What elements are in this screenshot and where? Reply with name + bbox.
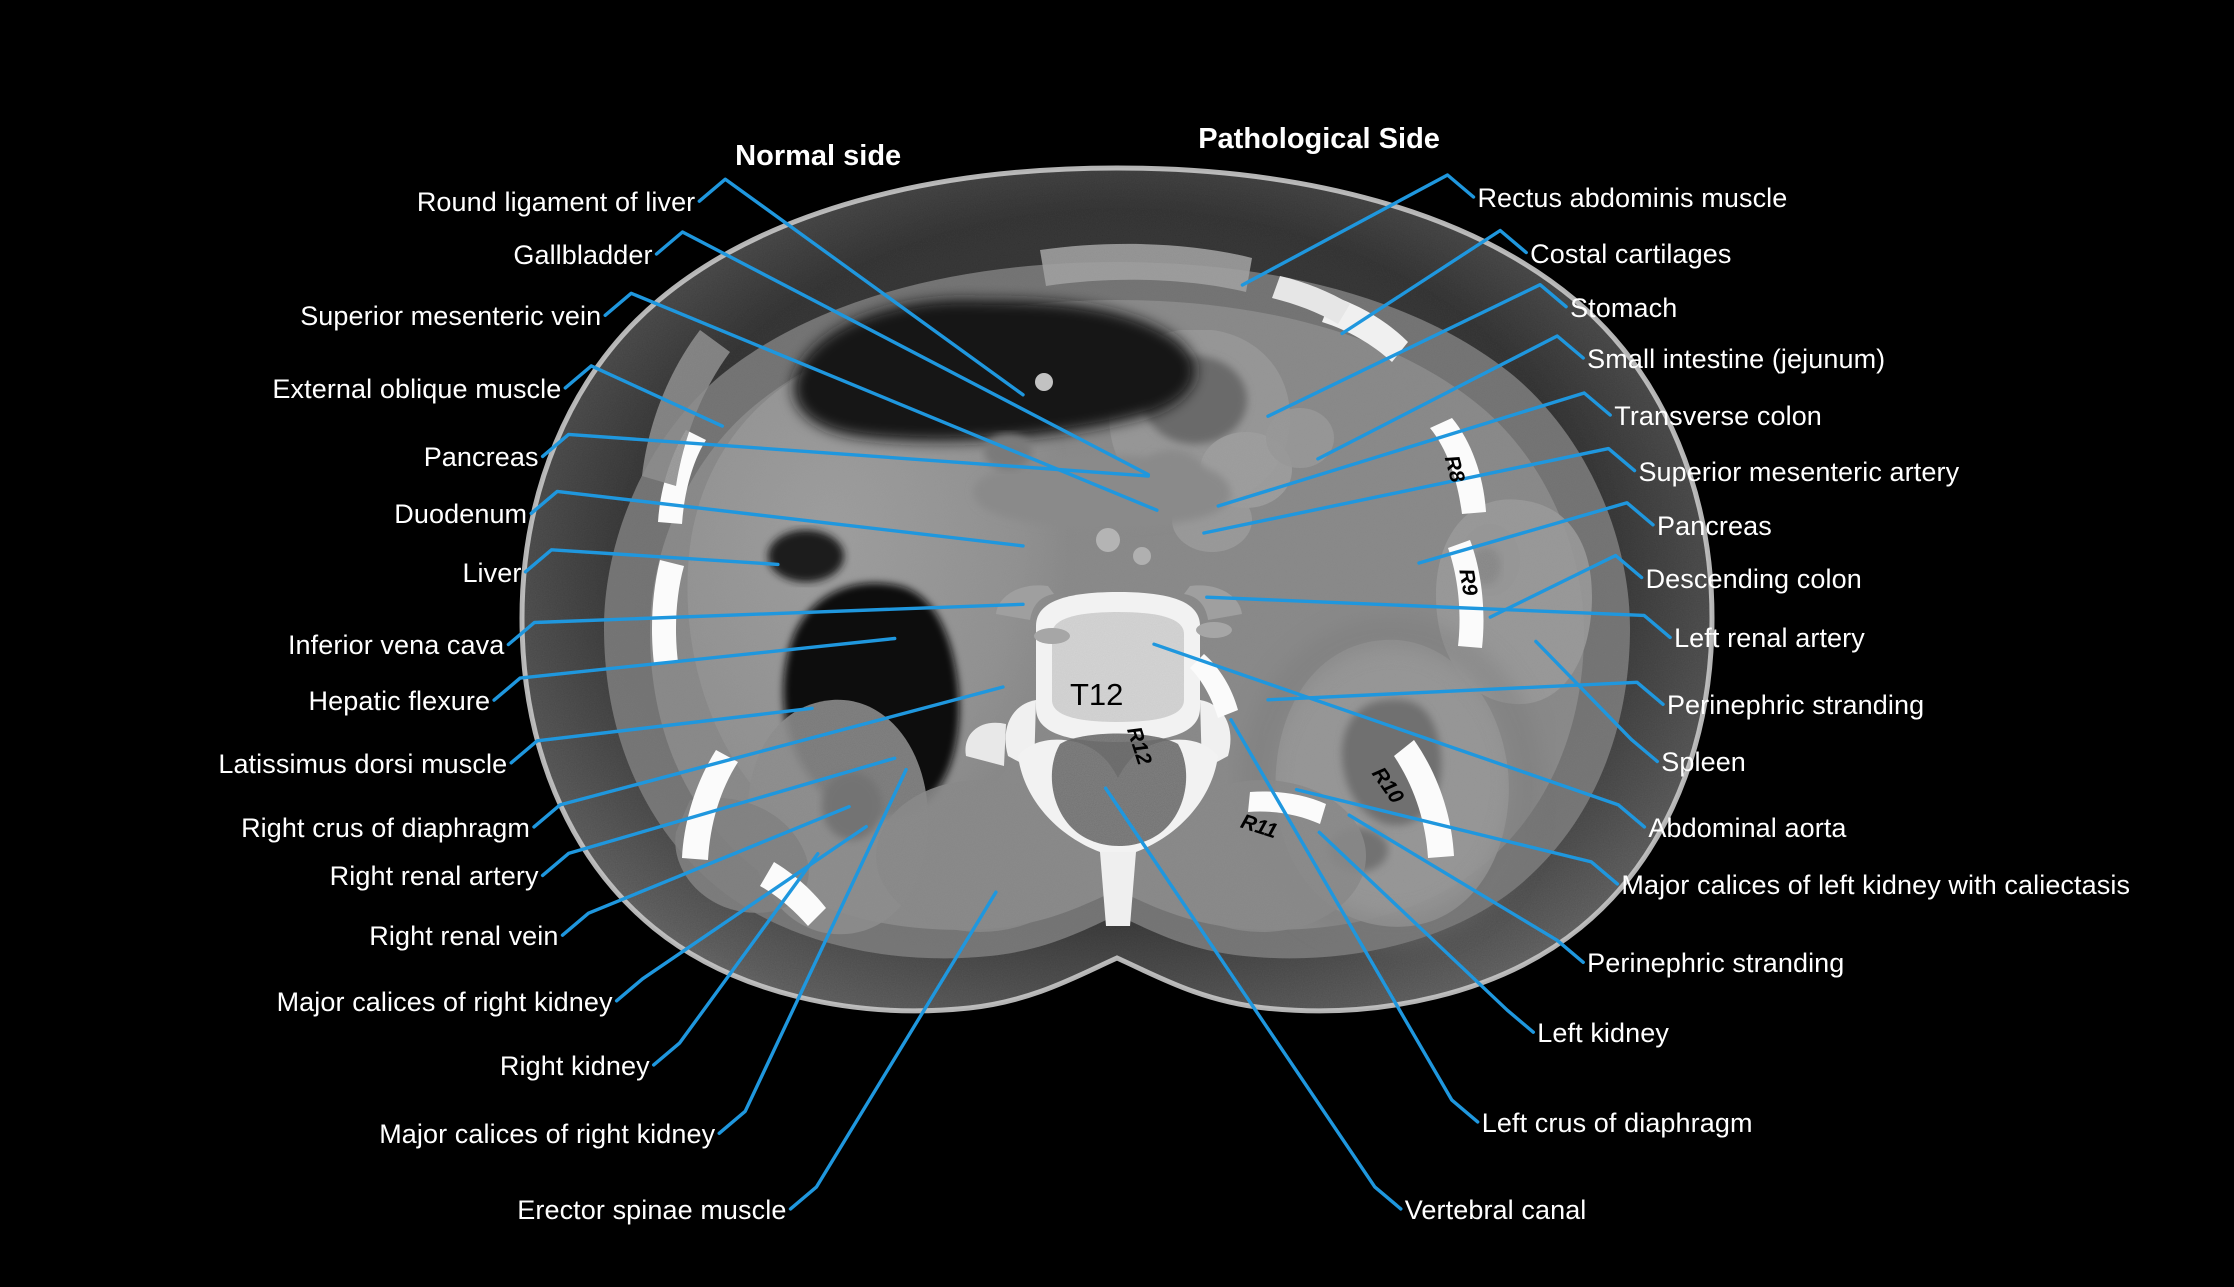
label-right-6: Pancreas <box>1656 510 1772 541</box>
label-right-10: Spleen <box>1661 747 1746 778</box>
label-left-13: Major calices of right kidney <box>276 986 613 1017</box>
label-left-6: Liver <box>462 557 522 588</box>
label-right-5: Superior mesenteric artery <box>1638 456 1960 487</box>
side-header-0: Normal side <box>735 139 902 172</box>
label-right-1: Costal cartilages <box>1530 238 1732 269</box>
label-left-5: Duodenum <box>394 499 528 530</box>
label-right-15: Left crus of diaphragm <box>1481 1107 1753 1138</box>
label-right-16: Vertebral canal <box>1404 1194 1587 1225</box>
label-right-8: Left renal artery <box>1674 623 1865 654</box>
label-right-12: Major calices of left kidney with caliec… <box>1621 869 2131 900</box>
label-right-3: Small intestine (jejunum) <box>1587 344 1886 374</box>
label-left-4: Pancreas <box>423 442 539 473</box>
bone-label-t12: T12 <box>1069 676 1124 712</box>
label-left-10: Right crus of diaphragm <box>241 812 531 843</box>
label-right-0: Rectus abdominis muscle <box>1477 182 1788 213</box>
label-right-2: Stomach <box>1570 292 1678 323</box>
label-right-7: Descending colon <box>1645 563 1862 594</box>
label-left-14: Right kidney <box>499 1050 650 1081</box>
label-left-16: Erector spinae muscle <box>517 1194 787 1225</box>
label-left-7: Inferior vena cava <box>287 630 505 661</box>
label-left-3: External oblique muscle <box>272 373 562 404</box>
label-left-12: Right renal vein <box>369 921 559 952</box>
label-right-4: Transverse colon <box>1614 401 1822 432</box>
label-left-0: Round ligament of liver <box>416 187 696 218</box>
label-left-8: Hepatic flexure <box>308 686 491 717</box>
label-right-11: Abdominal aorta <box>1648 812 1847 843</box>
label-right-14: Left kidney <box>1537 1018 1669 1049</box>
label-left-1: Gallbladder <box>513 239 653 270</box>
label-right-13: Perinephric stranding <box>1587 948 1845 979</box>
label-left-9: Latissimus dorsi muscle <box>218 748 508 779</box>
side-header-1: Pathological Side <box>1198 122 1440 155</box>
label-right-9: Perinephric stranding <box>1666 690 1925 721</box>
bone-label-r9: R9 <box>1454 567 1483 598</box>
label-left-15: Major calices of right kidney <box>379 1119 716 1150</box>
label-left-2: Superior mesenteric vein <box>300 301 602 332</box>
label-left-11: Right renal artery <box>329 861 539 892</box>
